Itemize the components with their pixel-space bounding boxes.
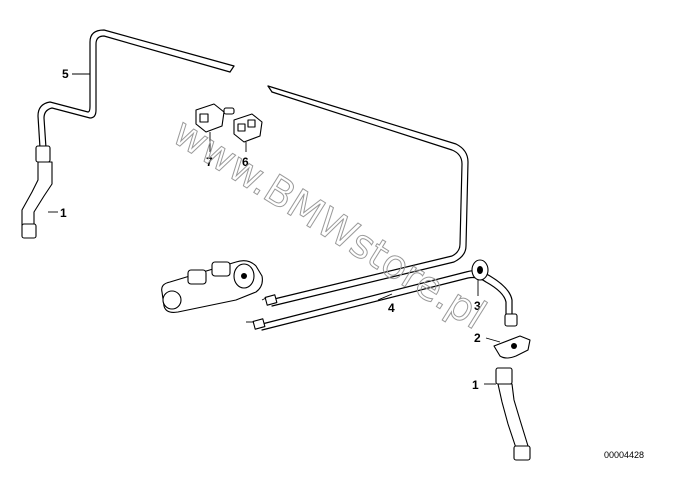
pipe-fitting-lower [246, 318, 266, 330]
callout-7: 7 [206, 155, 213, 169]
callout-1-right: 1 [472, 378, 479, 392]
master-cylinder [161, 260, 263, 313]
pipe-fitting-upper [261, 294, 278, 306]
brake-hose-1-right[interactable] [495, 367, 531, 461]
callout-6: 6 [242, 155, 249, 169]
callout-1-left: 1 [60, 206, 67, 220]
callout-4: 4 [388, 301, 395, 315]
leader-lines [48, 73, 501, 385]
brake-pipe-4[interactable] [261, 270, 513, 331]
callout-3: 3 [474, 299, 481, 313]
grommet-3[interactable] [471, 259, 489, 281]
brake-hose-1-left[interactable] [21, 145, 53, 239]
callout-2: 2 [474, 331, 481, 345]
brake-pipe-5[interactable] [37, 29, 469, 307]
callout-5: 5 [62, 67, 69, 81]
pipe-fitting-right [504, 313, 518, 327]
document-number: 00004428 [604, 450, 644, 460]
connector-6[interactable] [233, 113, 263, 143]
bracket-2[interactable] [493, 335, 531, 359]
connector-7[interactable] [195, 103, 235, 133]
